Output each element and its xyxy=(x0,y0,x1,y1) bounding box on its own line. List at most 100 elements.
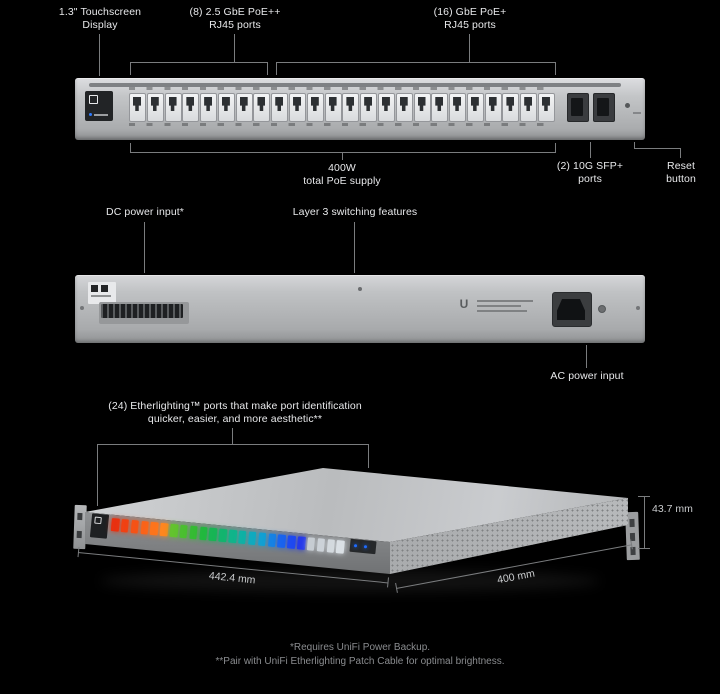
etherlighting-port xyxy=(198,526,208,541)
dc-input-connector xyxy=(99,302,189,324)
cert-text-row xyxy=(477,305,521,307)
rj45-opening xyxy=(435,97,444,111)
callout-etherlighting-line1: (24) Etherlighting™ ports that make port… xyxy=(108,400,362,412)
callout-line xyxy=(232,428,233,444)
etherlighting-port xyxy=(130,519,140,534)
rj45-opening xyxy=(541,97,550,111)
footnote-2: **Pair with UniFi Etherlighting Patch Ca… xyxy=(215,656,505,667)
callout-etherlighting: (24) Etherlighting™ ports that make port… xyxy=(35,400,435,426)
callout-25g-ports: (8) 2.5 GbE PoE++ RJ45 ports xyxy=(175,6,295,32)
etherlighting-port xyxy=(306,537,316,551)
rj45-port xyxy=(217,93,235,122)
callout-sfp-line2: ports xyxy=(578,173,602,185)
etherlighting-port xyxy=(140,520,149,535)
rj45-port xyxy=(360,93,378,122)
rj45-port xyxy=(289,93,307,122)
sfp-port-group xyxy=(567,93,615,122)
display-icon xyxy=(89,95,98,104)
etherlighting-port xyxy=(267,533,277,548)
etherlighting-port xyxy=(218,528,228,543)
callout-line xyxy=(680,148,681,158)
dimension-line xyxy=(644,496,645,548)
rj45-opening xyxy=(488,97,497,111)
etherlighting-port xyxy=(257,532,267,547)
rj45-port xyxy=(324,93,342,122)
callout-ac-input: AC power input xyxy=(550,370,624,382)
vent-slot xyxy=(89,83,621,87)
callout-touchscreen-line2: Display xyxy=(82,19,118,31)
callout-line xyxy=(634,142,635,148)
panel-hole xyxy=(358,287,362,291)
bracket-line xyxy=(97,444,369,445)
callout-poe-supply: 400W total PoE supply xyxy=(282,162,402,188)
rj45-opening xyxy=(381,97,390,111)
etherlighting-port xyxy=(179,524,189,539)
rj45-port xyxy=(537,93,555,122)
rj45-port xyxy=(129,93,146,122)
ac-power-inlet xyxy=(552,292,592,327)
rj45-port xyxy=(182,93,200,122)
rj45-opening xyxy=(168,97,177,111)
rj45-port xyxy=(306,93,324,122)
callout-line xyxy=(144,222,145,273)
rj45-port xyxy=(377,93,395,122)
rj45-port xyxy=(342,93,360,122)
callout-line xyxy=(342,152,343,160)
device-shadow xyxy=(100,570,600,592)
etherlighting-port xyxy=(110,518,120,532)
bracket-tick xyxy=(368,444,369,468)
etherlighting-port xyxy=(296,536,306,550)
rj45-opening xyxy=(150,97,159,111)
rj45-port xyxy=(431,93,449,122)
rj45-port xyxy=(253,93,271,122)
rj45-port xyxy=(200,93,218,122)
etherlighting-port xyxy=(120,518,130,533)
ac-inlet-socket xyxy=(557,299,585,320)
reset-button xyxy=(625,103,630,108)
rj45-opening xyxy=(399,97,408,111)
bracket-tick xyxy=(267,62,268,75)
rj45-opening xyxy=(310,97,319,111)
rj45-opening xyxy=(524,97,533,111)
ubiquiti-logo: U xyxy=(459,297,469,311)
footnote-1: *Requires UniFi Power Backup. xyxy=(289,642,431,653)
rj45-opening xyxy=(239,97,248,111)
qr-code xyxy=(101,285,108,292)
rj45-opening xyxy=(275,97,284,111)
callout-line xyxy=(590,142,591,158)
touchscreen-display xyxy=(85,91,113,121)
rj45-port xyxy=(466,93,484,122)
callout-sfp-line1: (2) 10G SFP+ xyxy=(556,160,624,172)
certification-marks xyxy=(477,297,535,312)
callout-1g-line2: RJ45 ports xyxy=(444,19,496,31)
rj45-opening xyxy=(257,97,266,111)
rj45-opening xyxy=(364,97,373,111)
dc-connector-pins xyxy=(101,304,183,318)
etherlighting-port xyxy=(336,540,345,554)
rj45-port xyxy=(484,93,502,122)
callout-1g-ports: (16) GbE PoE+ RJ45 ports xyxy=(405,6,535,32)
sfp-slot xyxy=(597,98,609,116)
callout-line xyxy=(586,345,587,368)
lock-screw xyxy=(598,305,606,313)
callout-line xyxy=(634,148,681,149)
qr-code xyxy=(91,285,98,292)
bracket-tick xyxy=(130,143,131,152)
callout-line xyxy=(354,222,355,273)
rj45-port xyxy=(235,93,253,122)
sfp-port xyxy=(593,93,615,122)
etherlighting-port xyxy=(247,531,257,546)
rj45-opening xyxy=(328,97,337,111)
etherlighting-port xyxy=(228,529,238,544)
callout-reset-line2: button xyxy=(666,173,696,185)
ear-slot xyxy=(629,518,635,528)
callout-reset: Reset button xyxy=(645,160,717,186)
callout-line xyxy=(469,34,470,62)
callout-dc-input: DC power input* xyxy=(106,206,184,218)
callout-1g-line1: (16) GbE PoE+ xyxy=(433,6,507,18)
callout-line xyxy=(234,34,235,62)
sfp-port xyxy=(567,93,589,122)
bracket-line xyxy=(276,62,556,63)
bracket-tick xyxy=(130,62,131,75)
